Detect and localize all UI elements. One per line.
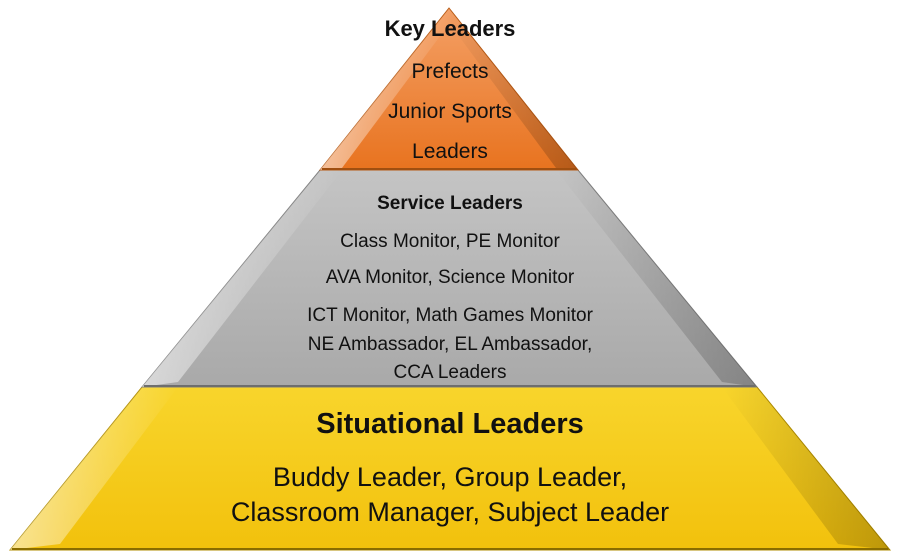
top-tier-shape — [318, 7, 580, 171]
top-tier-item-2: Junior Sports — [388, 100, 512, 123]
top-tier-item-1: Prefects — [411, 60, 489, 83]
middle-tier-item-2: AVA Monitor, Science Monitor — [325, 267, 575, 288]
bottom-tier-shape — [8, 386, 892, 551]
bottom-tier-item-2: Classroom Manager, Subject Leader — [230, 497, 670, 527]
middle-tier-item-1: Class Monitor, PE Monitor — [340, 231, 560, 252]
middle-tier-item-4: NE Ambassador, EL Ambassador, — [307, 334, 593, 355]
middle-tier-item-3: ICT Monitor, Math Games Monitor — [307, 305, 593, 326]
middle-tier-item-5: CCA Leaders — [393, 362, 507, 383]
bottom-tier-title: Situational Leaders — [316, 408, 584, 440]
top-tier-item-3: Leaders — [412, 140, 488, 163]
bottom-tier-item-1: Buddy Leader, Group Leader, — [272, 462, 628, 492]
middle-tier-shape — [140, 169, 759, 388]
top-tier-title: Key Leaders — [384, 16, 516, 41]
middle-tier-title: Service Leaders — [377, 193, 523, 214]
